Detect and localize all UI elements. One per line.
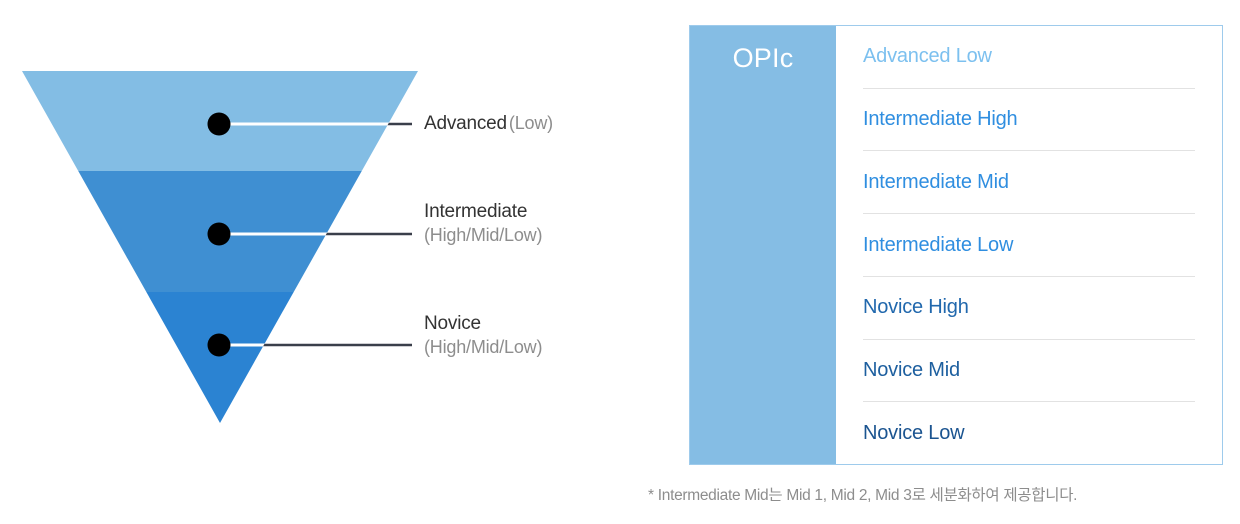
opic-level-row[interactable]: Intermediate Low — [863, 213, 1195, 276]
opic-level-row[interactable]: Novice High — [863, 275, 1195, 339]
opic-level-label: Novice Mid — [863, 358, 960, 381]
opic-level-row[interactable]: Novice Low — [863, 401, 1195, 464]
funnel-label-novice-sub: (High/Mid/Low) — [424, 337, 543, 358]
funnel-diagram: Advanced(Low) Intermediate (High/Mid/Low… — [22, 71, 553, 423]
opic-level-label: Novice Low — [863, 421, 965, 444]
opic-footnote: * Intermediate Mid는 Mid 1, Mid 2, Mid 3로… — [648, 487, 1078, 504]
opic-level-label: Intermediate High — [863, 108, 1018, 131]
opic-level-row[interactable]: Advanced Low — [863, 26, 1195, 88]
funnel-label-advanced-sub: (Low) — [508, 113, 553, 133]
opic-level-row[interactable]: Novice Mid — [863, 338, 1195, 402]
funnel-marker-novice — [207, 333, 231, 357]
opic-level-label: Advanced Low — [863, 45, 992, 68]
funnel-marker-advanced — [207, 112, 231, 136]
opic-level-label: Novice High — [863, 296, 969, 319]
funnel-svg — [22, 71, 418, 423]
opic-level-label: Intermediate Low — [863, 233, 1014, 256]
funnel-label-intermediate: Intermediate (High/Mid/Low) — [424, 200, 542, 247]
funnel-label-advanced-main: Advanced — [424, 113, 507, 134]
funnel-markers — [207, 112, 231, 357]
opic-level-row[interactable]: Intermediate High — [863, 87, 1195, 151]
funnel-label-advanced: Advanced(Low) — [424, 112, 553, 136]
opic-title: OPIc — [732, 43, 794, 73]
opic-level-row[interactable]: Intermediate Mid — [863, 150, 1195, 213]
funnel-label-intermediate-main: Intermediate — [424, 201, 528, 222]
opic-level-label: Intermediate Mid — [863, 170, 1009, 193]
opic-level-list: Advanced Low Intermediate High Intermedi… — [836, 26, 1222, 464]
funnel-marker-intermediate — [207, 222, 231, 246]
opic-sidebar: OPIc — [690, 26, 836, 464]
funnel-label-intermediate-sub: (High/Mid/Low) — [424, 225, 543, 246]
funnel-label-novice: Novice (High/Mid/Low) — [424, 312, 542, 359]
funnel-label-novice-main: Novice — [424, 313, 481, 334]
opic-level-panel: OPIc Advanced Low Intermediate High Inte… — [689, 25, 1223, 465]
